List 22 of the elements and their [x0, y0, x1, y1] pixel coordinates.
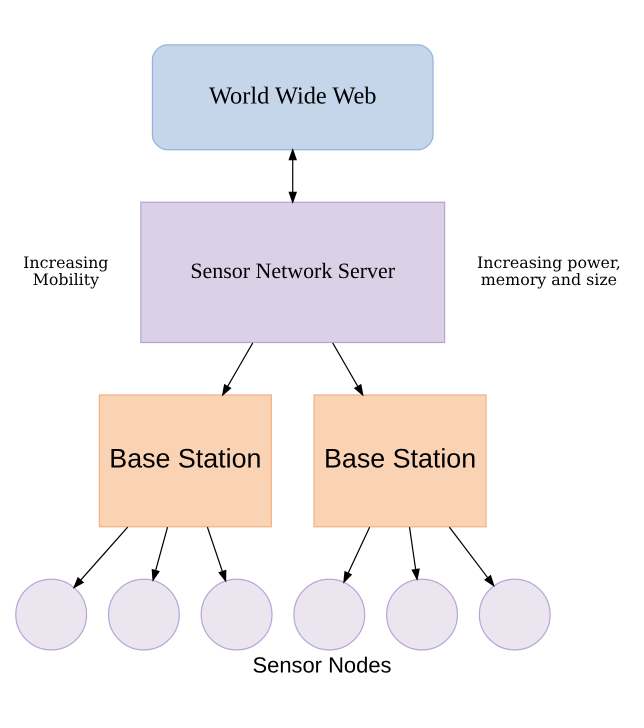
- arrow: [152, 526, 168, 582]
- node-box: Base Station: [313, 394, 487, 527]
- arrow: [343, 526, 370, 584]
- node-circle: [386, 578, 458, 650]
- node-circle: [478, 578, 551, 650]
- caption: Sensor Nodes: [252, 652, 392, 677]
- node-circle: [108, 578, 180, 650]
- node-box: Base Station: [98, 394, 272, 527]
- node-circle: [200, 578, 273, 650]
- label: Increasing Mobility: [23, 252, 108, 289]
- label: Increasing power, memory and size: [477, 252, 621, 289]
- node-box: World Wide Web: [152, 44, 434, 150]
- arrow: [288, 148, 297, 204]
- node-circle: [15, 578, 88, 650]
- node-circle: [293, 578, 366, 650]
- arrow: [206, 526, 226, 582]
- arrow: [222, 342, 254, 396]
- node-box: Sensor Network Server: [140, 201, 446, 343]
- arrow: [448, 526, 495, 587]
- arrow: [72, 526, 128, 588]
- arrow: [332, 342, 364, 396]
- arrow: [408, 526, 420, 581]
